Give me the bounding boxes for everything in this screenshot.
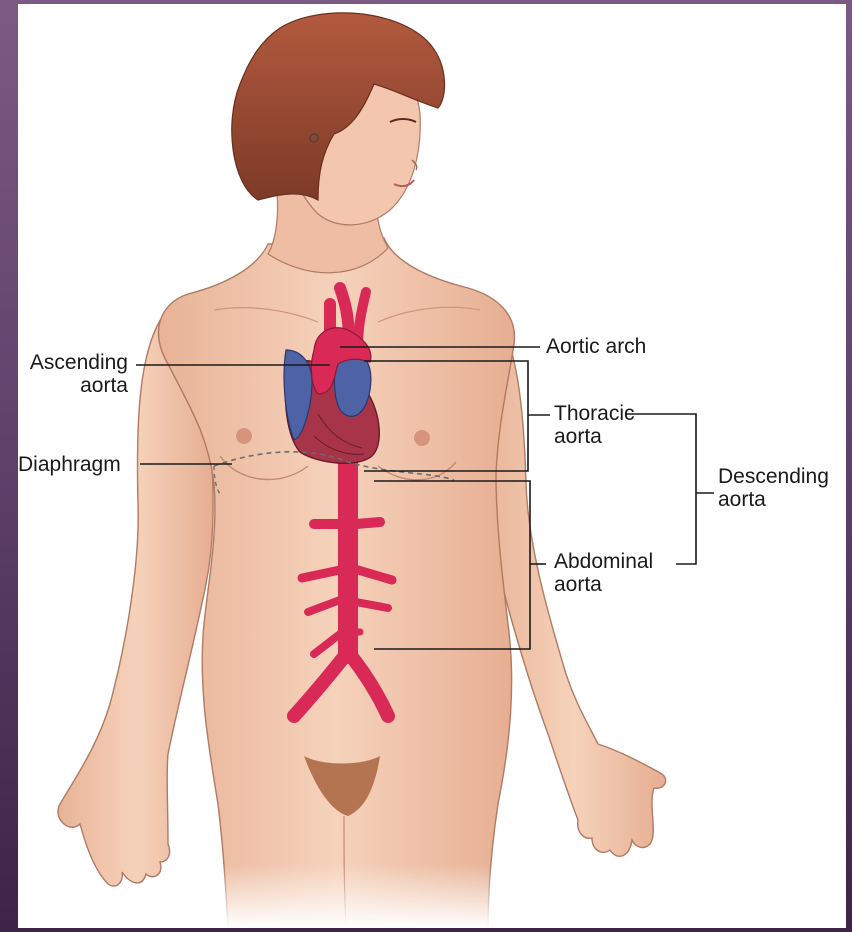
label-diaphragm: Diaphragm	[18, 453, 121, 476]
right-nipple	[414, 430, 430, 446]
label-descending-line2: aorta	[718, 488, 829, 511]
label-abdominal-line2: aorta	[554, 573, 653, 596]
aorta-anatomy-figure: Ascending aorta Aortic arch Thoracic aor…	[18, 4, 846, 928]
head	[232, 13, 445, 225]
label-descending-line1: Descending	[718, 465, 829, 488]
left-nipple	[236, 428, 252, 444]
label-abdominal-line1: Abdominal	[554, 550, 653, 573]
label-thoracic-line2: aorta	[554, 425, 635, 448]
label-ascending-aorta: Ascending aorta	[18, 351, 128, 397]
label-descending-aorta: Descending aorta	[718, 465, 829, 511]
label-ascending-line1: Ascending	[18, 351, 128, 374]
label-thoracic-aorta: Thoracic aorta	[554, 402, 635, 448]
label-abdominal-aorta: Abdominal aorta	[554, 550, 653, 596]
label-ascending-line2: aorta	[18, 374, 128, 397]
label-thoracic-line1: Thoracic	[554, 402, 635, 425]
label-aortic-arch: Aortic arch	[546, 335, 646, 358]
